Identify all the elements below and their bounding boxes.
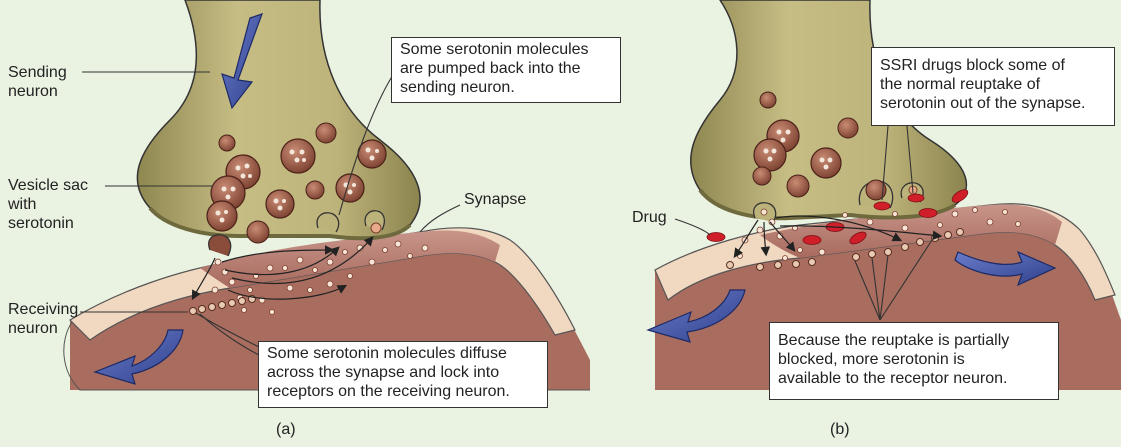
- callout-ssri-line1: SSRI drugs block some of: [880, 56, 1106, 75]
- callout-ssri-line2: the normal reuptake of: [880, 75, 1106, 94]
- label-vesicle-sac: Vesicle sac with serotonin: [8, 176, 88, 233]
- label-receiving-line2: neuron: [8, 319, 78, 338]
- callout-partial-block: Because the reuptake is partially blocke…: [769, 322, 1059, 400]
- label-receiving-line1: Receiving: [8, 300, 78, 319]
- callout-diffuse-line1: Some serotonin molecules diffuse: [267, 344, 539, 363]
- callout-partial-line2: blocked, more serotonin is: [778, 350, 1050, 369]
- label-drug: Drug: [632, 208, 667, 227]
- callout-reuptake-line1: Some serotonin molecules: [400, 40, 612, 59]
- label-vesicle-line2: with: [8, 195, 88, 214]
- callout-diffuse-line3: receptors on the receiving neuron.: [267, 382, 539, 401]
- label-sending-neuron-line2: neuron: [8, 82, 67, 101]
- callout-ssri-line3: serotonin out of the synapse.: [880, 94, 1106, 113]
- callout-ssri: SSRI drugs block some of the normal reup…: [871, 47, 1115, 126]
- caption-b: (b): [830, 421, 850, 439]
- label-sending-neuron-line1: Sending: [8, 63, 67, 82]
- label-vesicle-line3: serotonin: [8, 214, 88, 233]
- callout-reuptake-line2: are pumped back into the: [400, 59, 612, 78]
- label-vesicle-line1: Vesicle sac: [8, 176, 88, 195]
- label-synapse: Synapse: [464, 190, 526, 209]
- callout-diffuse: Some serotonin molecules diffuse across …: [258, 341, 548, 408]
- callout-reuptake: Some serotonin molecules are pumped back…: [391, 37, 621, 103]
- callout-partial-line1: Because the reuptake is partially: [778, 331, 1050, 350]
- callout-partial-line3: available to the receptor neuron.: [778, 369, 1050, 388]
- callout-reuptake-line3: sending neuron.: [400, 78, 612, 97]
- label-receiving-neuron: Receiving neuron: [8, 300, 78, 338]
- caption-a: (a): [276, 421, 296, 439]
- label-sending-neuron: Sending neuron: [8, 63, 67, 101]
- callout-diffuse-line2: across the synapse and lock into: [267, 363, 539, 382]
